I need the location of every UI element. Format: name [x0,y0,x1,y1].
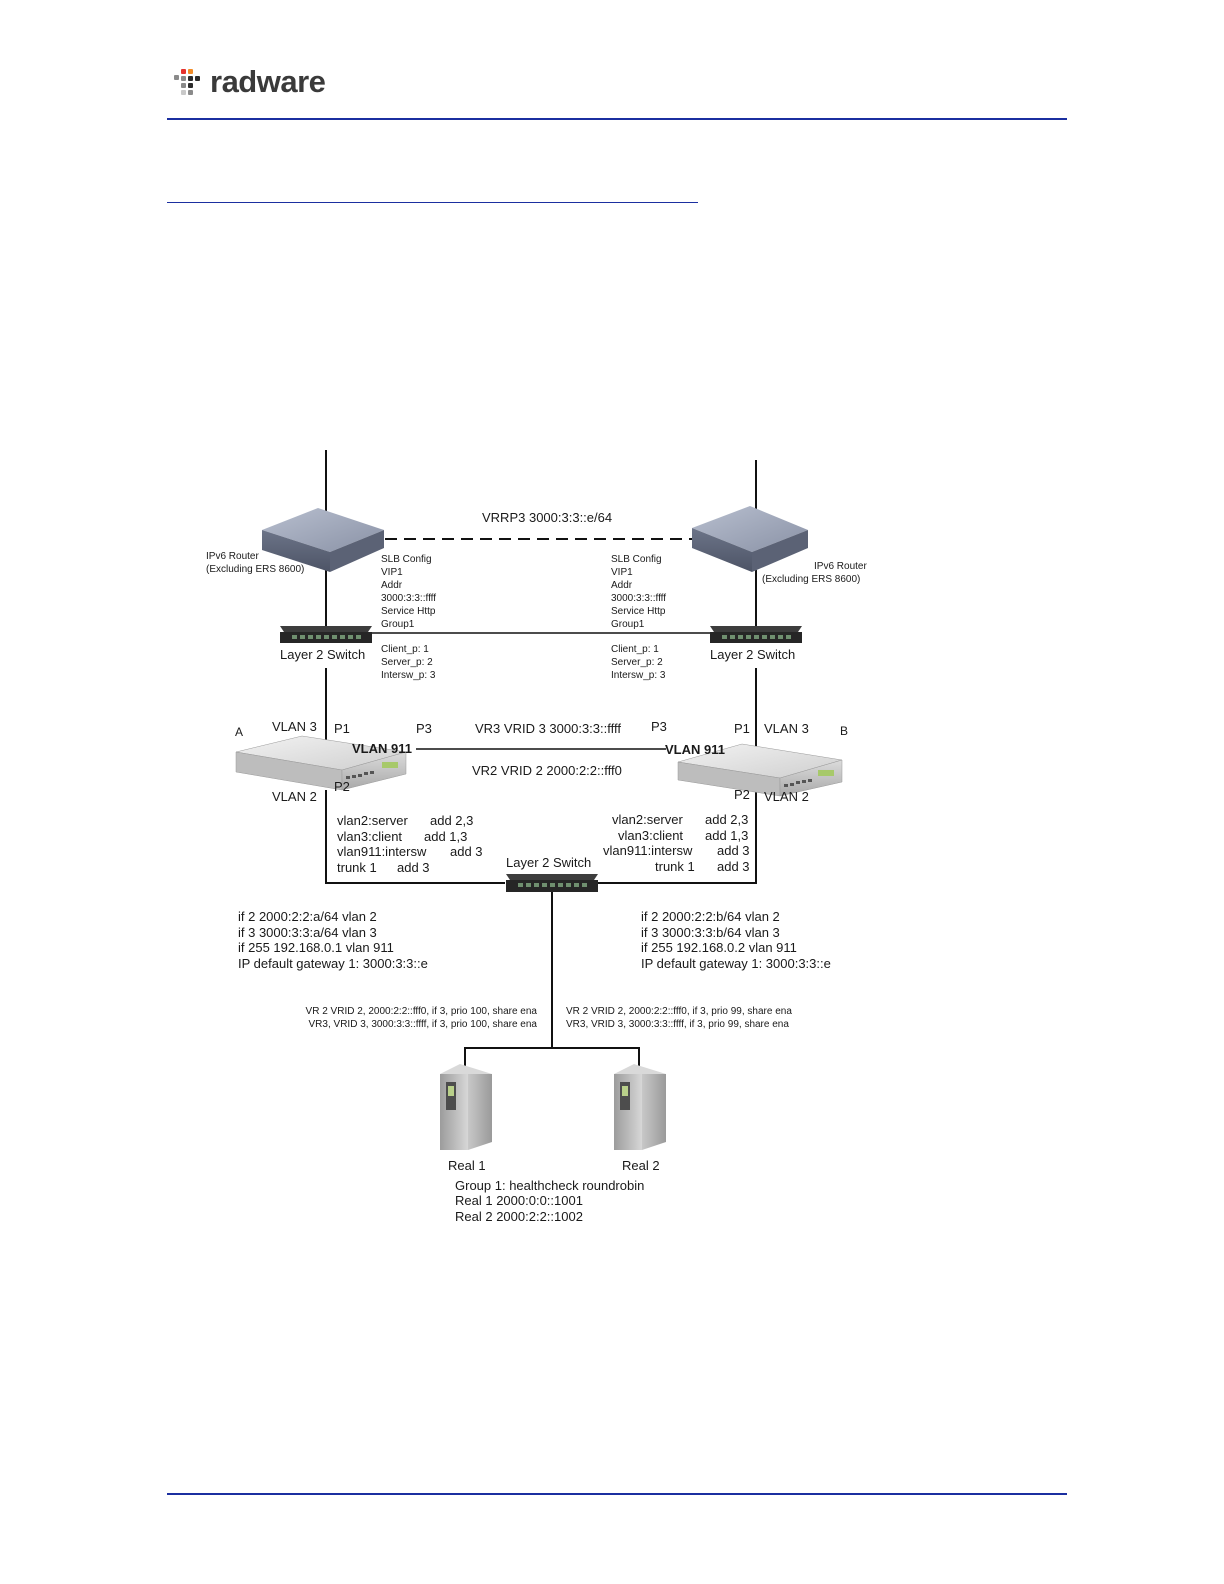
if-right-3: if 255 192.168.0.2 vlan 911 [641,940,797,955]
vlan-cfg-right-cmd-2: add 1,3 [705,828,748,843]
vlan-cfg-left-cmd-2: add 1,3 [424,829,467,844]
slb-right-1: SLB Config [611,554,662,565]
b-to-bottom-switch [598,790,757,884]
ports-right-1: Client_p: 1 [611,644,659,655]
a-p3: P3 [416,721,432,736]
if-left-2: if 3 3000:3:3:a/64 vlan 3 [238,925,377,940]
if-right-2: if 3 3000:3:3:b/64 vlan 3 [641,925,780,940]
vlan-cfg-left-name-1: vlan2:server [337,813,408,828]
slb-right-6: Group1 [611,619,645,630]
vlan-cfg-left-cmd-1: add 2,3 [430,813,473,828]
vlan-cfg-right-cmd-1: add 2,3 [705,812,748,827]
slb-right-4: 3000:3:3::ffff [611,593,666,604]
vlan-cfg-left-cmd-3: add 3 [450,844,483,859]
group-line-1: Group 1: healthcheck roundrobin [455,1178,644,1193]
a-vlan3: VLAN 3 [272,719,317,734]
real-server-1-icon [440,1064,492,1150]
vr-left-2: VR3, VRID 3, 3000:3:3::ffff, if 3, prio … [309,1019,538,1030]
if-left-4: IP default gateway 1: 3000:3:3::e [238,956,428,971]
if-left-3: if 255 192.168.0.1 vlan 911 [238,940,394,955]
slb-left-1: SLB Config [381,554,432,565]
ipv6-router-left-icon [262,508,384,572]
if-left-1: if 2 2000:2:2:a/64 vlan 2 [238,909,377,924]
server-feed [464,1047,640,1075]
vlan-cfg-right-name-2: vlan3:client [618,828,683,843]
slb-left-3: Addr [381,580,403,591]
vlan-cfg-left-name-4: trunk 1 [337,860,377,875]
header-rule [167,118,1067,120]
slb-left-2: VIP1 [381,567,403,578]
appliance-a-icon [235,735,407,791]
layer2-switch-left-icon [280,626,372,643]
slb-right-2: VIP1 [611,567,633,578]
switch-right-label: Layer 2 Switch [710,647,795,662]
router-right-label-2: (Excluding ERS 8600) [762,574,860,585]
vlan-cfg-left-name-3: vlan911:intersw [337,844,427,859]
b-p3: P3 [651,719,667,734]
a-to-bottom-switch [325,790,505,884]
vlan-cfg-right-cmd-4: add 3 [717,859,750,874]
radware-logo: radware [170,62,326,102]
ports-right-2: Server_p: 2 [611,657,663,668]
appliance-b-icon [677,743,843,797]
vr-right-1: VR 2 VRID 2, 2000:2:2::fff0, if 3, prio … [566,1006,792,1017]
real-server-2-icon [614,1064,666,1150]
section-link-underline [167,202,698,203]
ports-left-2: Server_p: 2 [381,657,433,668]
if-right-1: if 2 2000:2:2:b/64 vlan 2 [641,909,780,924]
vlan-cfg-right-name-1: vlan2:server [612,812,683,827]
router-right-label-1: IPv6 Router [814,561,867,572]
b-vlan911: VLAN 911 [665,742,725,757]
slb-left-6: Group1 [381,619,415,630]
slb-right-3: Addr [611,580,633,591]
vlan-cfg-right-name-4: trunk 1 [655,859,695,874]
vlan-cfg-left-cmd-4: add 3 [397,860,430,875]
router-left-label-1: IPv6 Router [206,551,259,562]
slb-left-4: 3000:3:3::ffff [381,593,436,604]
a-p1: P1 [334,721,350,736]
if-right-4: IP default gateway 1: 3000:3:3::e [641,956,831,971]
slb-left-5: Service Http [381,606,436,617]
layer2-switch-bottom-icon [506,874,598,892]
vr-right-2: VR3, VRID 3, 3000:3:3::ffff, if 3, prio … [566,1019,789,1030]
b-vlan3: VLAN 3 [764,721,809,736]
group-line-3: Real 2 2000:2:2::1002 [455,1209,583,1224]
b-vlan2: VLAN 2 [764,789,809,804]
a-vlan2: VLAN 2 [272,789,317,804]
vlan-cfg-right-name-3: vlan911:intersw [603,843,693,858]
logo-mark-icon [170,67,206,97]
real1-label: Real 1 [448,1158,486,1173]
a-vlan911: VLAN 911 [352,741,412,756]
ipv6-router-right-icon [692,506,808,572]
ports-right-3: Intersw_p: 3 [611,670,666,681]
b-p2: P2 [734,787,750,802]
ports-left-1: Client_p: 1 [381,644,429,655]
footer-rule [167,1493,1067,1495]
slb-right-5: Service Http [611,606,666,617]
vrrp-label: VRRP3 3000:3:3::e/64 [482,510,612,525]
layer2-switch-right-icon [710,626,802,643]
logo-text: radware [210,64,326,99]
vlan-cfg-left-name-2: vlan3:client [337,829,402,844]
switch-bottom-label: Layer 2 Switch [506,855,591,870]
appliance-a-name: A [235,725,243,739]
group-line-2: Real 1 2000:0:0::1001 [455,1193,583,1208]
vr-left-1: VR 2 VRID 2, 2000:2:2::fff0, if 3, prio … [306,1006,538,1017]
vlan-cfg-right-cmd-3: add 3 [717,843,750,858]
appliance-b-name: B [840,724,848,738]
b-p1: P1 [734,721,750,736]
router-left-label-2: (Excluding ERS 8600) [206,564,304,575]
vr2-label: VR2 VRID 2 2000:2:2::fff0 [472,763,622,778]
a-p2: P2 [334,779,350,794]
ports-left-3: Intersw_p: 3 [381,670,436,681]
switch-left-label: Layer 2 Switch [280,647,365,662]
connection-lines [325,450,757,1075]
vr3-label: VR3 VRID 3 3000:3:3::ffff [475,721,621,736]
real2-label: Real 2 [622,1158,660,1173]
